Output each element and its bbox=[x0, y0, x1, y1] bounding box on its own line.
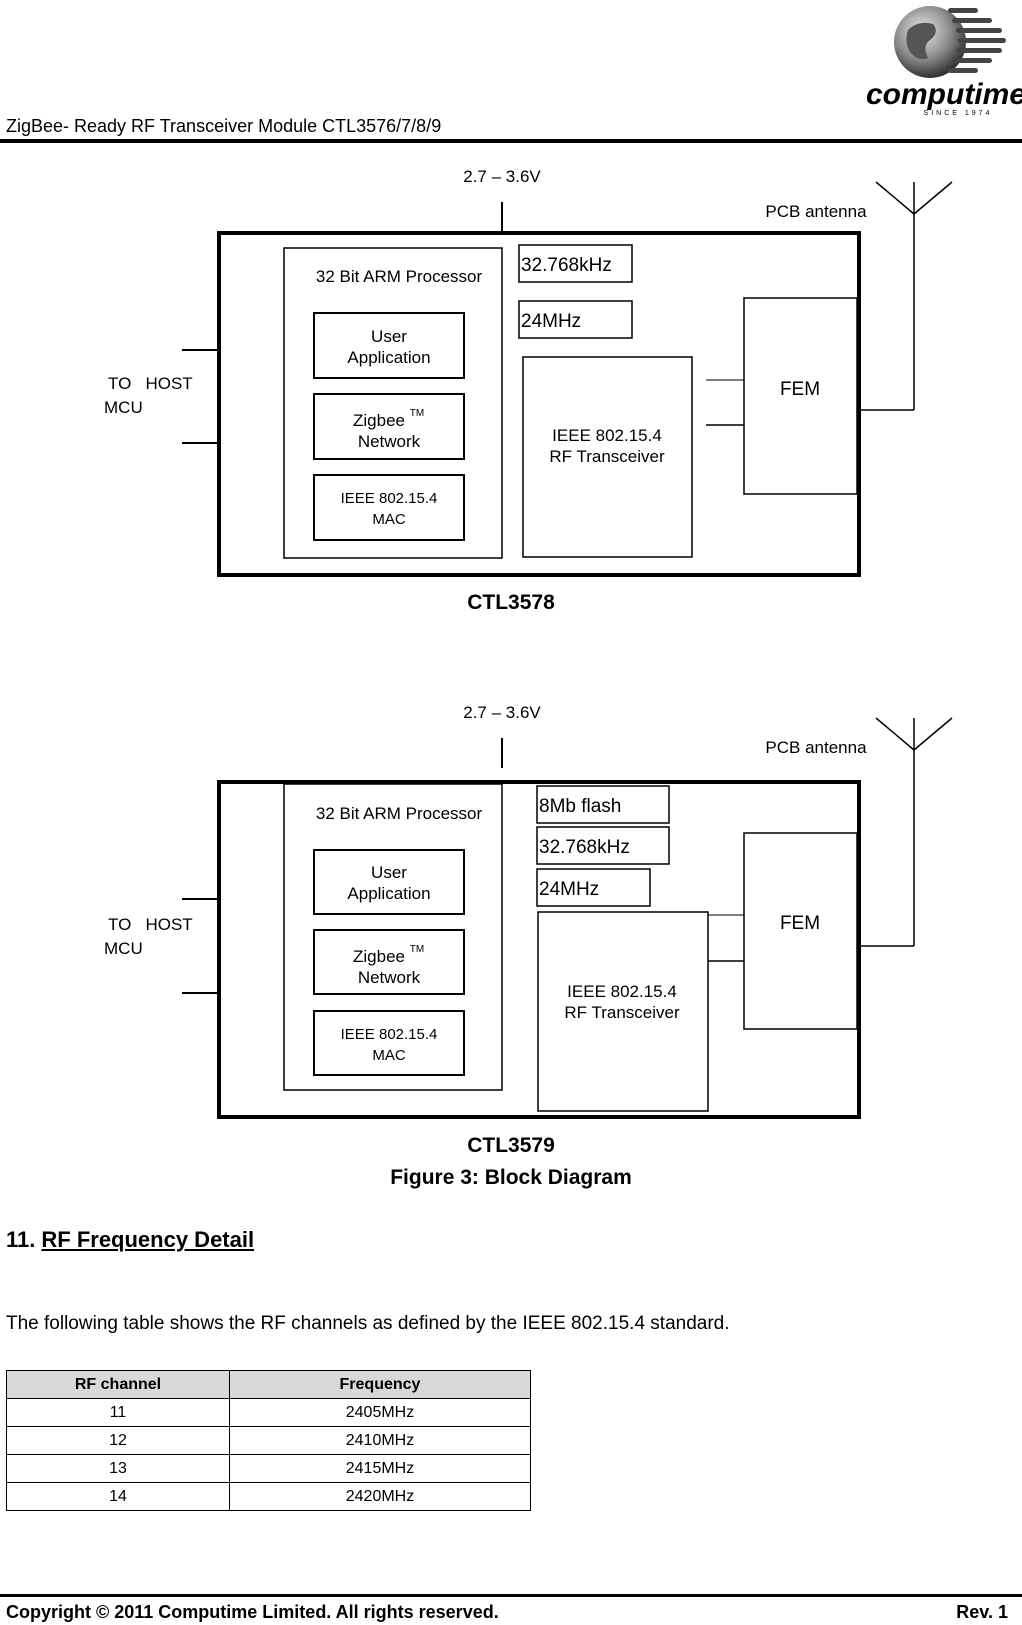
ieee-mac-block bbox=[313, 474, 465, 541]
table-cell-channel: 12 bbox=[6, 1426, 230, 1455]
antenna-icon bbox=[859, 717, 953, 947]
arm-processor-label: 32 Bit ARM Processor bbox=[316, 804, 483, 823]
document-header-title: ZigBee- Ready RF Transceiver Module CTL3… bbox=[6, 116, 442, 136]
section-title: RF Frequency Detail bbox=[41, 1227, 255, 1252]
mac-label: IEEE 802.15.4 bbox=[341, 490, 438, 507]
arm-processor-block bbox=[283, 783, 503, 1091]
diagram-caption-ctl3578: CTL3578 bbox=[467, 591, 555, 614]
network-label: Network bbox=[358, 968, 421, 987]
block-diagram-ctl3578: 2.7 – 3.6V PCB antenna 32 Bit ARM Proces… bbox=[104, 167, 953, 614]
footer-copyright: Copyright © 2011 Computime Limited. All … bbox=[6, 1602, 499, 1622]
fem-block bbox=[743, 297, 858, 495]
mac-label-2: MAC bbox=[372, 1047, 406, 1064]
logo-tagline: SINCE 1974 bbox=[924, 110, 993, 117]
footer-rule bbox=[0, 1594, 1022, 1597]
block-diagram-ctl3579: 2.7 – 3.6V PCB antenna 32 Bit ARM Proces… bbox=[104, 703, 953, 1189]
section-number: 11. bbox=[6, 1227, 36, 1252]
table-cell-channel: 13 bbox=[6, 1454, 230, 1483]
table-cell-frequency: 2405MHz bbox=[229, 1398, 531, 1427]
zigbee-label: Zigbee bbox=[353, 411, 405, 430]
header-rule bbox=[0, 139, 1022, 143]
footer-revision: Rev. 1 bbox=[956, 1602, 1008, 1622]
user-application-label: User bbox=[371, 863, 407, 882]
table-cell-frequency: 2420MHz bbox=[229, 1482, 531, 1511]
crystal-24mhz-label: 24MHz bbox=[539, 879, 599, 900]
diagram-caption-ctl3579: CTL3579 bbox=[467, 1134, 555, 1157]
antenna-icon bbox=[859, 181, 953, 411]
fem-label: FEM bbox=[780, 379, 820, 400]
pcb-antenna-label: PCB antenna bbox=[765, 738, 867, 757]
section-heading: 11.RF Frequency Detail bbox=[6, 1227, 254, 1253]
host-mcu-label: TO HOST bbox=[108, 374, 193, 393]
ieee-mac-block bbox=[313, 1010, 465, 1076]
zigbee-network-block bbox=[313, 929, 465, 995]
flash-label: 8Mb flash bbox=[539, 796, 621, 817]
crystal-24mhz-label: 24MHz bbox=[521, 311, 581, 332]
network-label: Network bbox=[358, 432, 421, 451]
rf-transceiver-label: IEEE 802.15.4 bbox=[567, 982, 677, 1001]
crystal-32khz-block bbox=[536, 826, 670, 865]
table-row: 14 2420MHz bbox=[6, 1482, 531, 1511]
crystal-32khz-block bbox=[518, 244, 633, 283]
table-cell-frequency: 2410MHz bbox=[229, 1426, 531, 1455]
column-header-frequency: Frequency bbox=[229, 1370, 531, 1399]
host-mcu-label-2: MCU bbox=[104, 939, 143, 958]
fem-block bbox=[743, 832, 858, 1030]
module-outline bbox=[217, 231, 861, 577]
table-cell-frequency: 2415MHz bbox=[229, 1454, 531, 1483]
table-cell-channel: 11 bbox=[6, 1398, 230, 1427]
user-application-label-2: Application bbox=[347, 884, 430, 903]
crystal-32khz-label: 32.768kHz bbox=[539, 837, 630, 858]
host-mcu-label-2: MCU bbox=[104, 398, 143, 417]
column-header-rf-channel: RF channel bbox=[6, 1370, 230, 1399]
table-row: 13 2415MHz bbox=[6, 1454, 531, 1483]
crystal-32khz-label: 32.768kHz bbox=[521, 255, 612, 276]
rf-transceiver-block bbox=[537, 911, 709, 1112]
flash-block bbox=[536, 785, 670, 824]
user-application-block bbox=[313, 849, 465, 915]
user-application-block bbox=[313, 312, 465, 379]
host-mcu-label: TO HOST bbox=[108, 915, 193, 934]
globe-logo-icon: computime SINCE 1974 bbox=[866, 6, 1022, 117]
crystal-24mhz-block bbox=[518, 300, 633, 339]
arm-processor-block bbox=[283, 247, 503, 559]
mac-label: IEEE 802.15.4 bbox=[341, 1026, 438, 1043]
table-header-row: RF channel Frequency bbox=[6, 1370, 531, 1399]
supply-voltage-label: 2.7 – 3.6V bbox=[463, 167, 541, 186]
table-row: 12 2410MHz bbox=[6, 1426, 531, 1455]
user-application-label: User bbox=[371, 327, 407, 346]
module-outline bbox=[217, 780, 861, 1119]
arm-processor-label: 32 Bit ARM Processor bbox=[316, 267, 483, 286]
mac-label-2: MAC bbox=[372, 511, 406, 528]
rf-channel-table: RF channel Frequency 11 2405MHz 12 2410M… bbox=[6, 1370, 531, 1511]
supply-voltage-label: 2.7 – 3.6V bbox=[463, 703, 541, 722]
logo-wordmark: computime bbox=[866, 78, 1022, 111]
rf-transceiver-block bbox=[522, 356, 693, 558]
rf-transceiver-label-2: RF Transceiver bbox=[549, 447, 665, 466]
zigbee-label: Zigbee bbox=[353, 947, 405, 966]
crystal-24mhz-block bbox=[536, 868, 651, 907]
pcb-antenna-label: PCB antenna bbox=[765, 202, 867, 221]
fem-label: FEM bbox=[780, 913, 820, 934]
zigbee-network-block bbox=[313, 393, 465, 460]
table-cell-channel: 14 bbox=[6, 1482, 230, 1511]
section-paragraph: The following table shows the RF channel… bbox=[6, 1313, 730, 1334]
table-row: 11 2405MHz bbox=[6, 1398, 531, 1427]
figure-caption: Figure 3: Block Diagram bbox=[390, 1166, 632, 1189]
rf-transceiver-label-2: RF Transceiver bbox=[564, 1003, 680, 1022]
trademark-label: TM bbox=[410, 408, 424, 419]
trademark-label: TM bbox=[410, 944, 424, 955]
user-application-label-2: Application bbox=[347, 348, 430, 367]
rf-transceiver-label: IEEE 802.15.4 bbox=[552, 426, 662, 445]
computime-logo: computime SINCE 1974 bbox=[866, 2, 1022, 122]
